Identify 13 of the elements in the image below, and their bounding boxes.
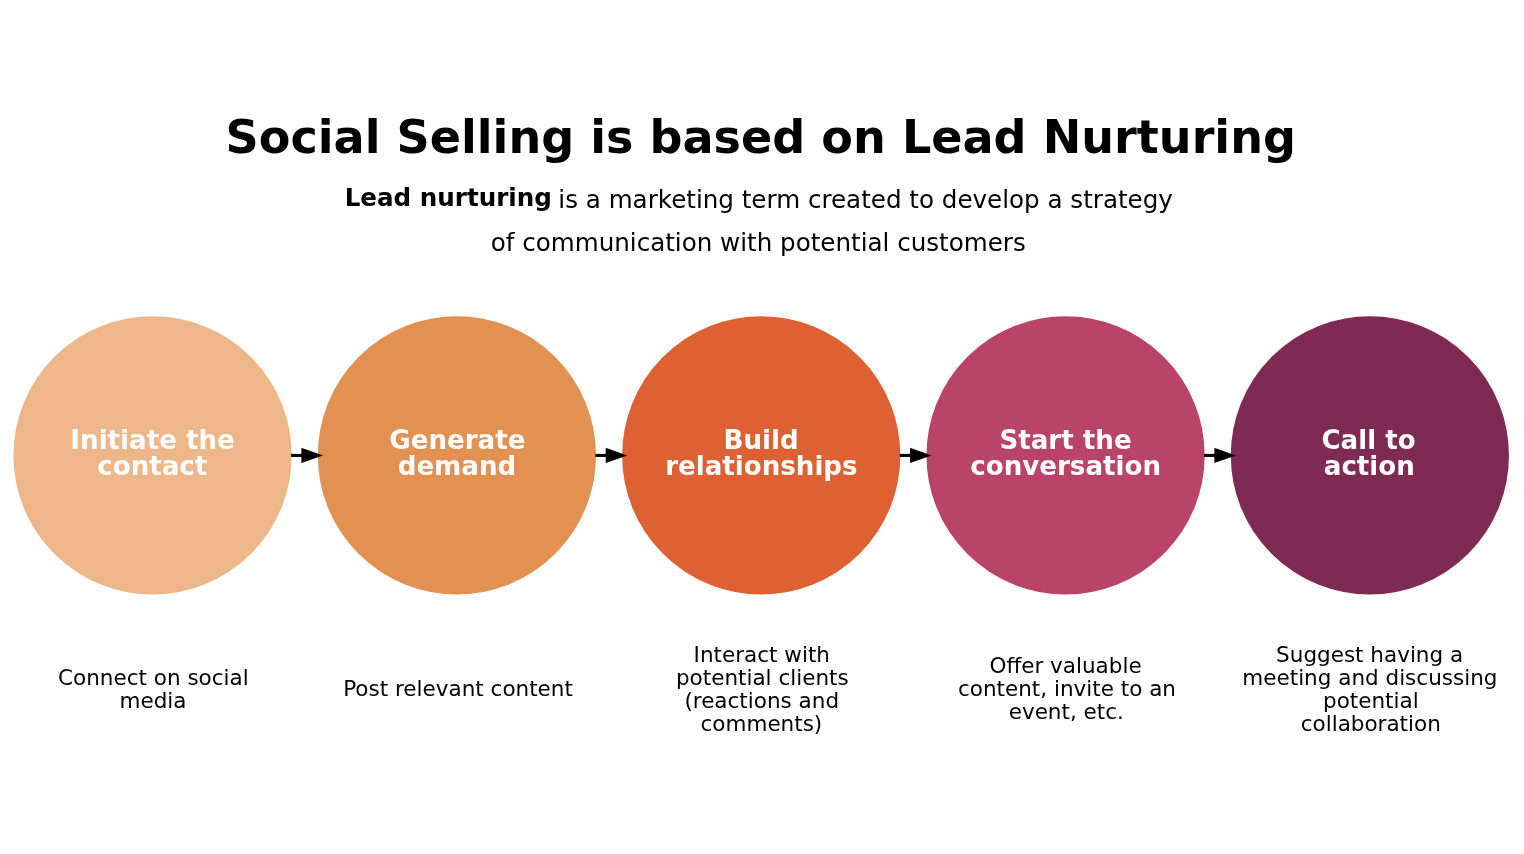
diagram-title: Social Selling is based on Lead Nurturing bbox=[225, 109, 1296, 164]
node-label: Interact with potential clients (reactions and comments) bbox=[675, 641, 849, 736]
node-circle: Call to action bbox=[1230, 316, 1509, 595]
node-label: Connect on social media bbox=[58, 664, 249, 713]
node-label: Offer valuable content, invite to an event, etc. bbox=[957, 653, 1176, 725]
node-circle: Start the conversation bbox=[926, 316, 1205, 595]
node-label: Suggest having a meeting and discussing potential collaboration bbox=[1242, 641, 1498, 736]
node-circle: Build relationships bbox=[622, 316, 901, 595]
node-label: Post relevant content bbox=[343, 676, 573, 702]
label: Lead nurturing is a marketing term created to develop a strategy of communication with potential customers bbox=[344, 183, 1173, 257]
node-circle: Generate demand bbox=[317, 316, 596, 595]
arrow bbox=[595, 447, 628, 463]
node-circle: Initiate the contact bbox=[13, 316, 292, 595]
